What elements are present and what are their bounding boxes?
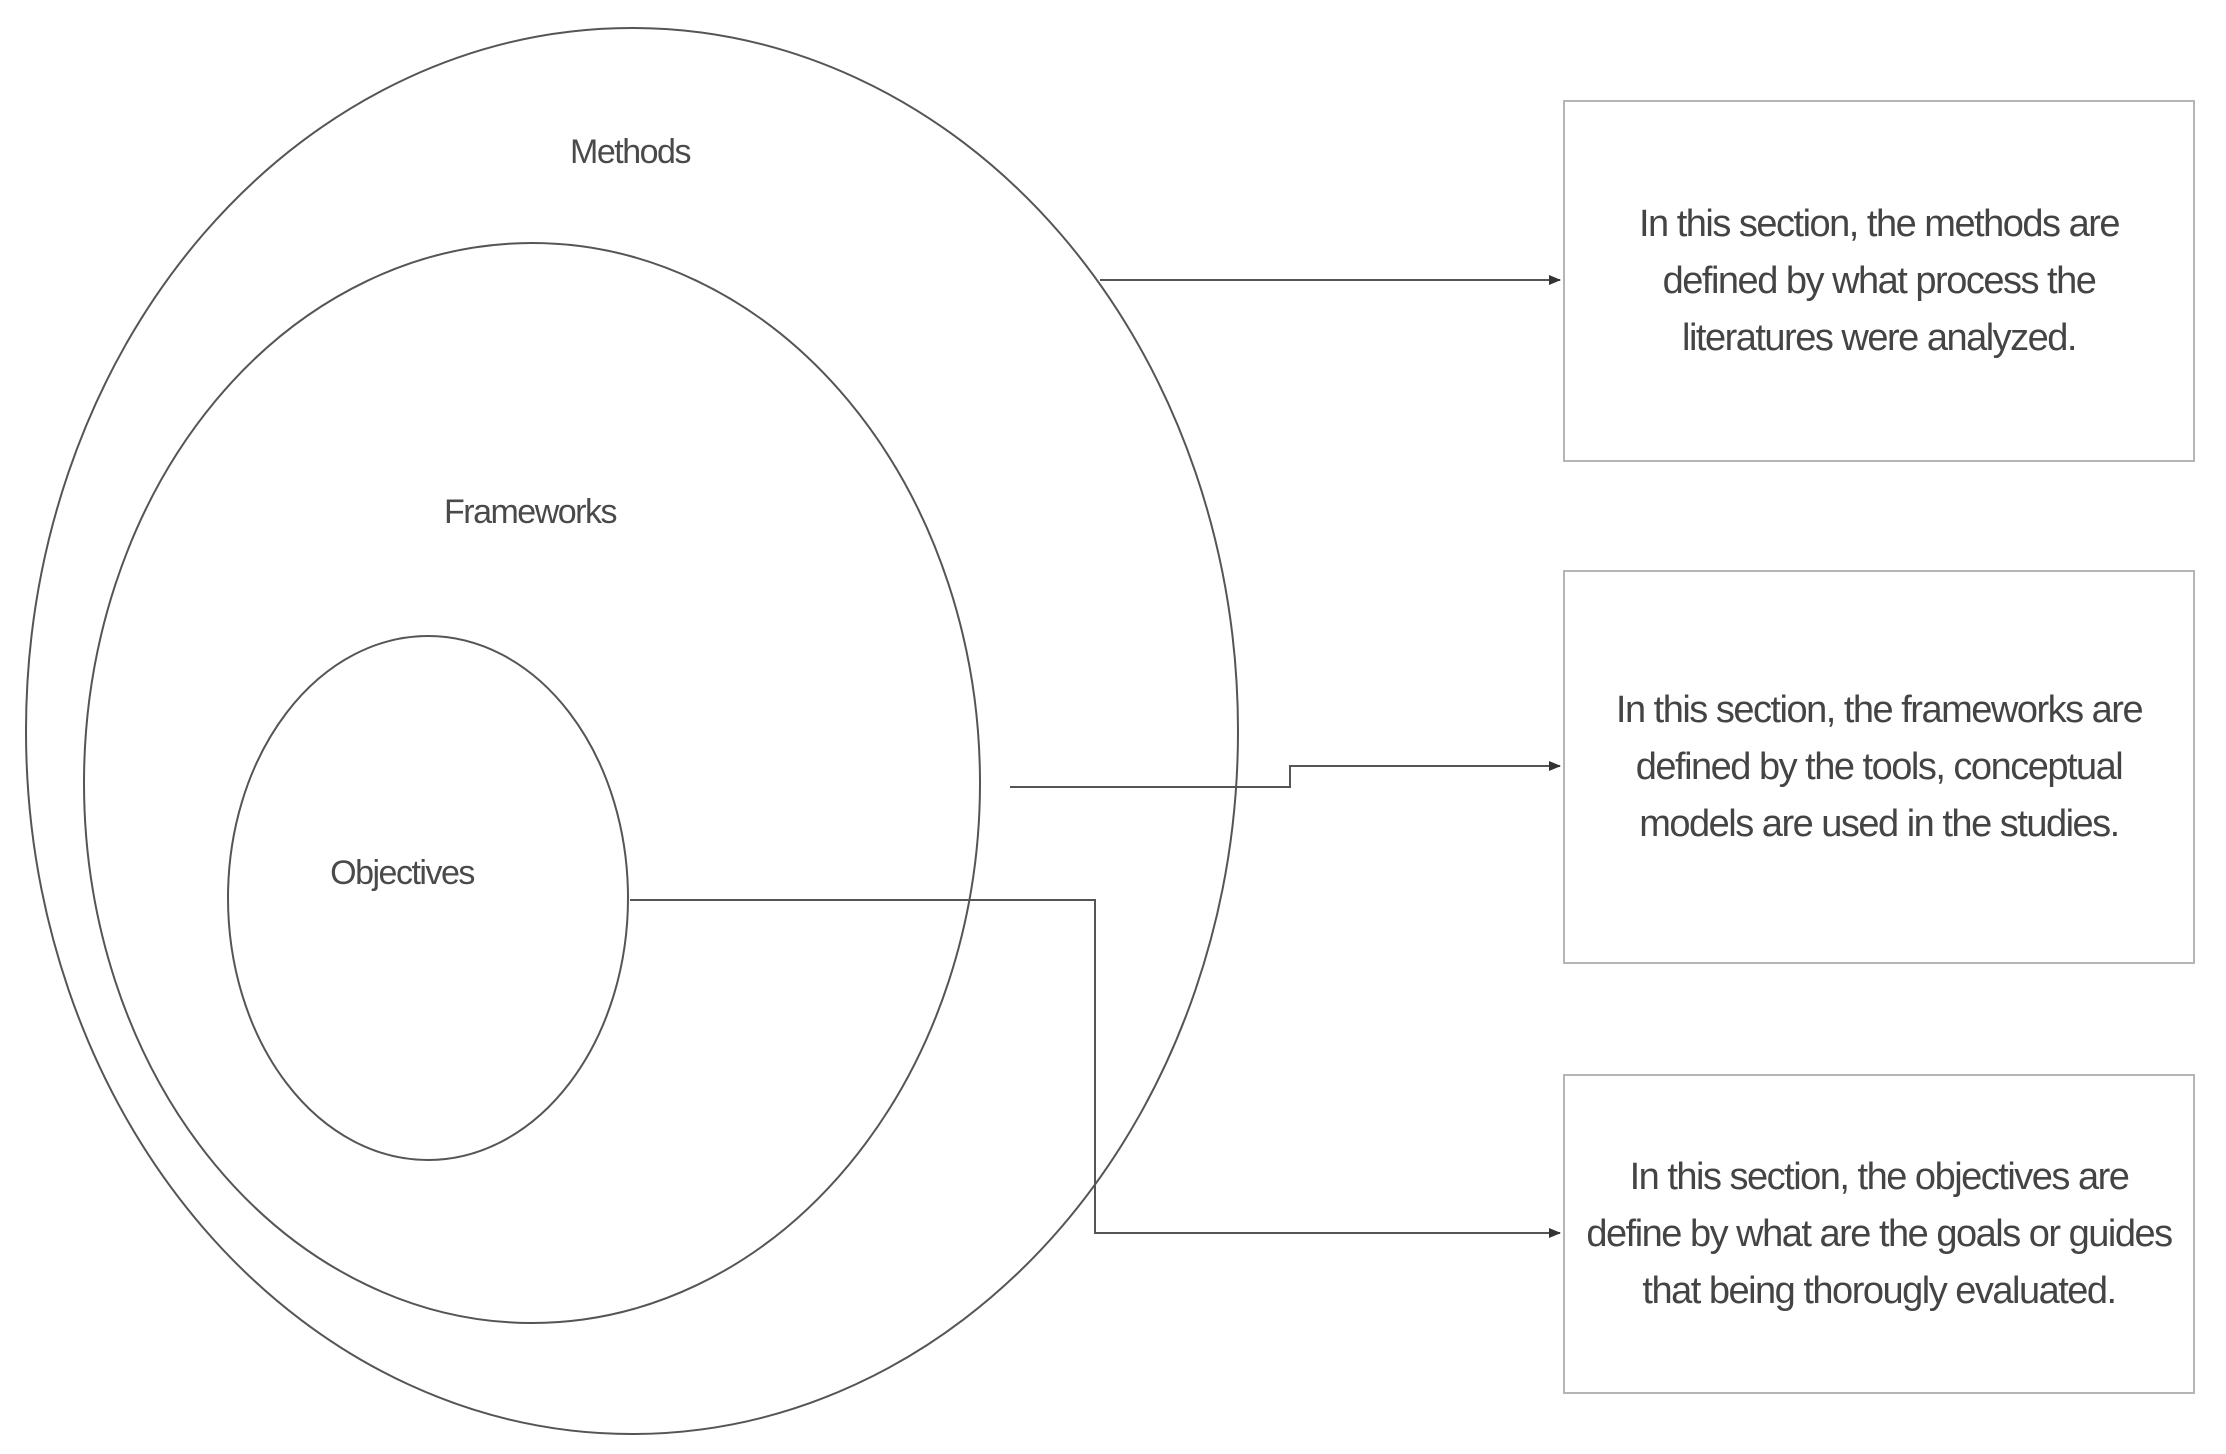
frameworks-circle [83, 242, 981, 1324]
objectives-circle [227, 635, 629, 1161]
frameworks-label: Frameworks [444, 493, 617, 531]
frameworks-description-box: In this section, the frameworks are defi… [1563, 570, 2195, 964]
frameworks-description-text: In this section, the frameworks are defi… [1615, 688, 2144, 845]
methods-label: Methods [570, 133, 690, 171]
methods-description-box: In this section, the methods are defined… [1563, 100, 2195, 462]
objectives-label: Objectives [330, 854, 474, 892]
methods-description-text: In this section, the methods are defined… [1638, 202, 2121, 359]
objectives-description-box: In this section, the objectives are defi… [1563, 1074, 2195, 1394]
frameworks-connector-arrow [1010, 761, 1561, 788]
objectives-connector-arrow [630, 899, 1561, 1238]
objectives-description-text: In this section, the objectives are defi… [1586, 1155, 2173, 1312]
methods-circle [25, 27, 1239, 1435]
